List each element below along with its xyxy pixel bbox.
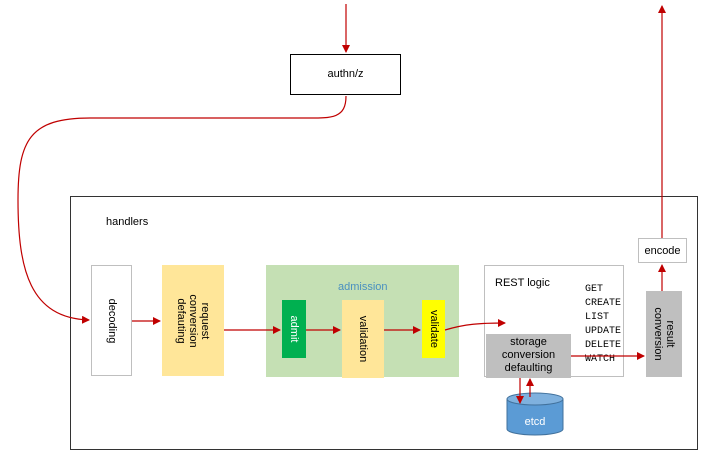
validation-label: validation xyxy=(357,315,369,363)
handlers-container xyxy=(70,196,698,450)
validation-box: validation xyxy=(342,300,384,378)
validate-box: validate xyxy=(422,300,445,358)
result-conversion-label: result conversion xyxy=(652,307,676,361)
rest-verbs: GET CREATE LIST UPDATE DELETE WATCH xyxy=(585,283,621,367)
request-conversion-label: request conversion defauting xyxy=(175,293,211,348)
verb-list: LIST xyxy=(585,312,610,323)
admit-label: admit xyxy=(288,315,300,343)
etcd-label: etcd xyxy=(524,416,546,428)
decoding-box: decoding xyxy=(91,265,132,376)
encode-label: encode xyxy=(644,245,681,257)
encode-box: encode xyxy=(638,238,687,263)
authz-box: authn/z xyxy=(290,54,401,95)
verb-watch: WATCH xyxy=(585,354,616,365)
verb-delete: DELETE xyxy=(585,340,622,351)
etcd-cylinder xyxy=(506,392,564,436)
verb-get: GET xyxy=(585,284,604,295)
validate-label: validate xyxy=(427,310,440,348)
decoding-label: decoding xyxy=(105,298,118,343)
rest-logic-label: REST logic xyxy=(495,277,550,289)
authz-label: authn/z xyxy=(327,68,364,80)
verb-update: UPDATE xyxy=(585,326,622,337)
handlers-label: handlers xyxy=(106,216,149,228)
result-conversion-box: result conversion xyxy=(646,291,682,377)
request-conversion-box: request conversion defauting xyxy=(162,265,224,376)
admission-label: admission xyxy=(338,281,388,293)
admit-box: admit xyxy=(282,300,306,358)
verb-create: CREATE xyxy=(585,298,622,309)
storage-conversion-box: storage conversion defaulting xyxy=(486,334,571,378)
storage-conversion-label: storage conversion defaulting xyxy=(501,336,556,374)
rest-logic-box: REST logic GET CREATE LIST UPDATE DELETE… xyxy=(484,265,624,377)
